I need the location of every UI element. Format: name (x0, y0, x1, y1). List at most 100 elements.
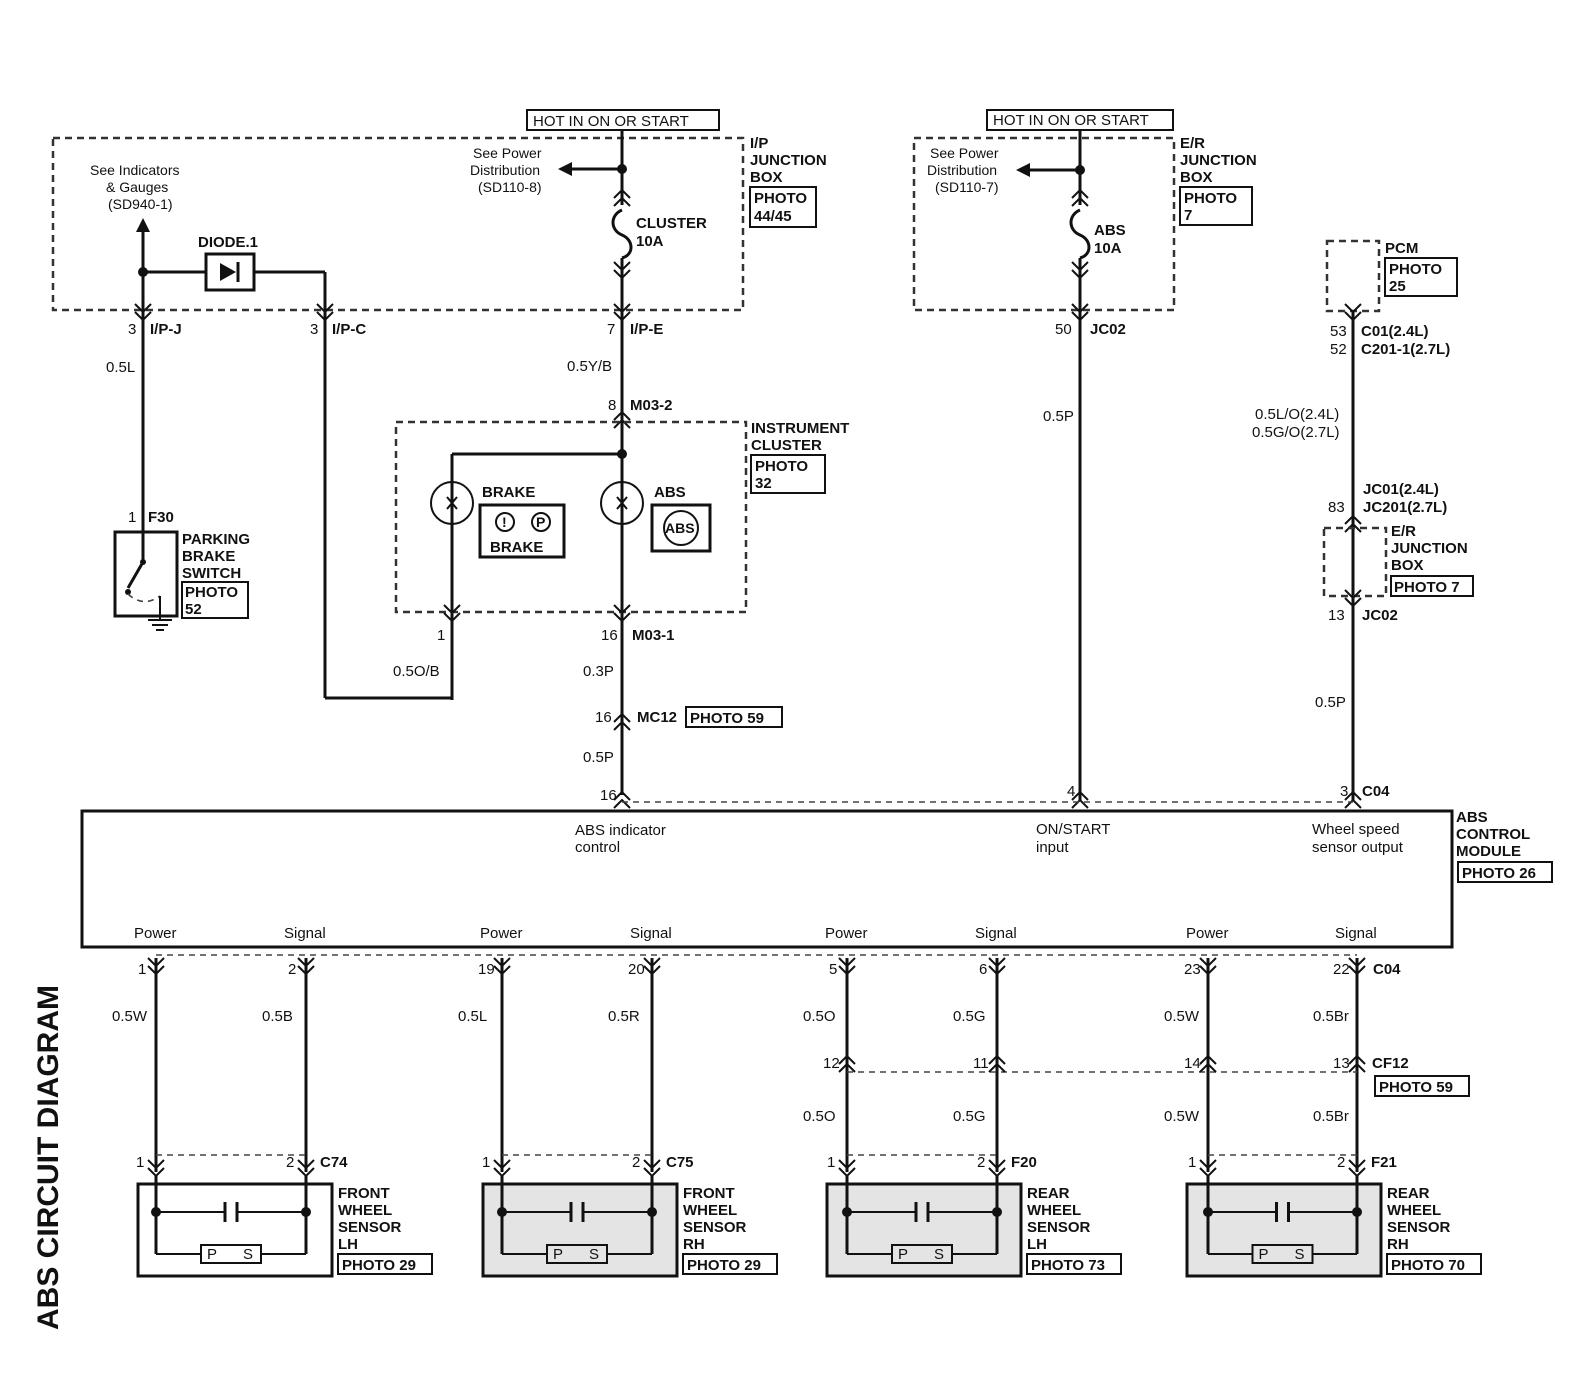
er-junction-name: E/R (1180, 135, 1205, 152)
pin-jc01: 83 (1328, 499, 1345, 516)
ip-junction-photo-box (749, 186, 817, 228)
abs-indicator-control-2: control (575, 839, 620, 856)
fuse-icon (1069, 208, 1091, 260)
sensor-pin-1: 1 (136, 1154, 144, 1171)
connector-icon (838, 1054, 856, 1073)
abs-fuse-name: ABS (1094, 222, 1126, 239)
er-see-power-2: Distribution (927, 162, 997, 178)
pcm-outline (1325, 239, 1381, 313)
diagram-title: ABS CIRCUIT DIAGRAM (32, 985, 65, 1330)
bottom-pin: 2 (288, 961, 296, 978)
ip-see-power-2: Distribution (470, 162, 540, 178)
parking-brake-name: PARKING (182, 531, 250, 548)
abs-lamp-label: ABS (654, 484, 686, 501)
svg-text:!: ! (502, 514, 507, 530)
power-terminal-label: Power (825, 925, 868, 942)
abs-module-name: ABS (1456, 809, 1488, 826)
wire-pcm-2: 0.5G/O(2.7L) (1252, 424, 1340, 441)
wire-mc12: 0.5P (583, 749, 614, 766)
bottom-wire-label: 0.5W (1164, 1008, 1200, 1025)
sensor-name-2: WHEEL (338, 1202, 392, 1219)
abs-module-name-3: MODULE (1456, 843, 1521, 860)
instrument-cluster-outline (394, 420, 748, 614)
wheel-speed-output: Wheel speed (1312, 821, 1400, 838)
cf12-pin: 11 (973, 1055, 989, 1072)
pin-m032: 8 (608, 397, 616, 414)
sensor-pin-2: 2 (1337, 1154, 1345, 1171)
abs-symbol-icon (663, 510, 699, 546)
conn-c04-bottom: C04 (1373, 961, 1401, 978)
see-indicators-3: (SD940-1) (108, 196, 173, 212)
cf12-photo: PHOTO 59 (1379, 1079, 1453, 1096)
svg-text:P: P (536, 514, 545, 530)
bottom-pin: 23 (1184, 961, 1201, 978)
ip-see-power: See Power (473, 145, 542, 161)
conn-cf12: CF12 (1372, 1055, 1409, 1072)
sensor-photo: PHOTO 73 (1031, 1257, 1105, 1274)
conn-ipe: I/P-E (630, 321, 663, 338)
parking-brake-switch-box (113, 530, 179, 618)
brake-symbol-label: BRAKE (490, 539, 543, 556)
sensor-body (136, 1182, 334, 1278)
pin-ipc: 3 (310, 321, 318, 338)
sensor-name-1: REAR (1027, 1185, 1070, 1202)
brake-lamp-label: BRAKE (482, 484, 535, 501)
sensor-pin-1: 1 (482, 1154, 490, 1171)
sensor-name-3: SENSOR (683, 1219, 747, 1236)
ip-junction-box-outline (51, 136, 745, 312)
sensor-name-1: FRONT (683, 1185, 735, 1202)
conn-ipc: I/P-C (332, 321, 366, 338)
power-terminal-label: Power (134, 925, 177, 942)
pcm-name: PCM (1385, 240, 1418, 257)
connector-icon (988, 1054, 1006, 1073)
ps-p-label: P (1259, 1246, 1269, 1263)
sensor-body (481, 1182, 679, 1278)
bottom-pin: 19 (478, 961, 495, 978)
bottom-pin: 22 (1333, 961, 1350, 978)
pin-m031-right: 16 (601, 627, 618, 644)
er-junction2-name-3: BOX (1391, 557, 1424, 574)
sensor-photo: PHOTO 29 (342, 1257, 416, 1274)
er-see-power-3: (SD110-7) (935, 179, 999, 195)
conn-f30: F30 (148, 509, 174, 526)
cluster-fuse-rating: 10A (636, 233, 664, 250)
sensor-name-4: RH (1387, 1236, 1409, 1253)
er-junction2-name-2: JUNCTION (1391, 540, 1468, 557)
wire-ipe: 0.5Y/B (567, 358, 612, 375)
ip-see-power-3: (SD110-8) (478, 179, 542, 195)
cf12-pin: 12 (823, 1055, 840, 1072)
sensor-pin-1: 1 (827, 1154, 835, 1171)
arrow-up-icon (136, 218, 150, 232)
signal-terminal-label: Signal (284, 925, 326, 942)
bottom-wire-label: 0.5O (803, 1008, 836, 1025)
conn-mc12: MC12 (637, 709, 677, 726)
conn-c201: C201-1(2.7L) (1361, 341, 1450, 358)
pin-abs-4: 4 (1067, 783, 1075, 800)
see-indicators-2: & Gauges (106, 179, 168, 195)
er-hot-label: HOT IN ON OR START (993, 112, 1149, 129)
pin-ipe: 7 (607, 321, 615, 338)
pin-jc02b: 13 (1328, 607, 1345, 624)
abs-lamp-icon (600, 481, 644, 525)
wire-ipj: 0.5L (106, 359, 135, 376)
ps-p-label: P (207, 1246, 217, 1263)
sensor-photo: PHOTO 29 (687, 1257, 761, 1274)
ip-hot-label: HOT IN ON OR START (533, 113, 689, 130)
ip-junction-photo-num: 44/45 (754, 208, 792, 225)
bottom-wire-label: 0.5Br (1313, 1008, 1349, 1025)
arrow-left-icon (558, 162, 572, 176)
fuse-icon (611, 208, 633, 260)
cluster-photo: PHOTO (755, 458, 808, 475)
bottom-pin: 20 (628, 961, 645, 978)
parking-brake-name-3: SWITCH (182, 565, 241, 582)
ip-junction-name-3: BOX (750, 169, 783, 186)
er-junction-photo: PHOTO (1184, 190, 1237, 207)
ps-s-label: S (934, 1246, 944, 1263)
wheel-speed-output-2: sensor output (1312, 839, 1404, 856)
on-start-input-2: input (1036, 839, 1069, 856)
wire-m031-right: 0.3P (583, 663, 614, 680)
brake-lamp-icon (430, 481, 474, 525)
ps-s-label: S (1295, 1246, 1305, 1263)
